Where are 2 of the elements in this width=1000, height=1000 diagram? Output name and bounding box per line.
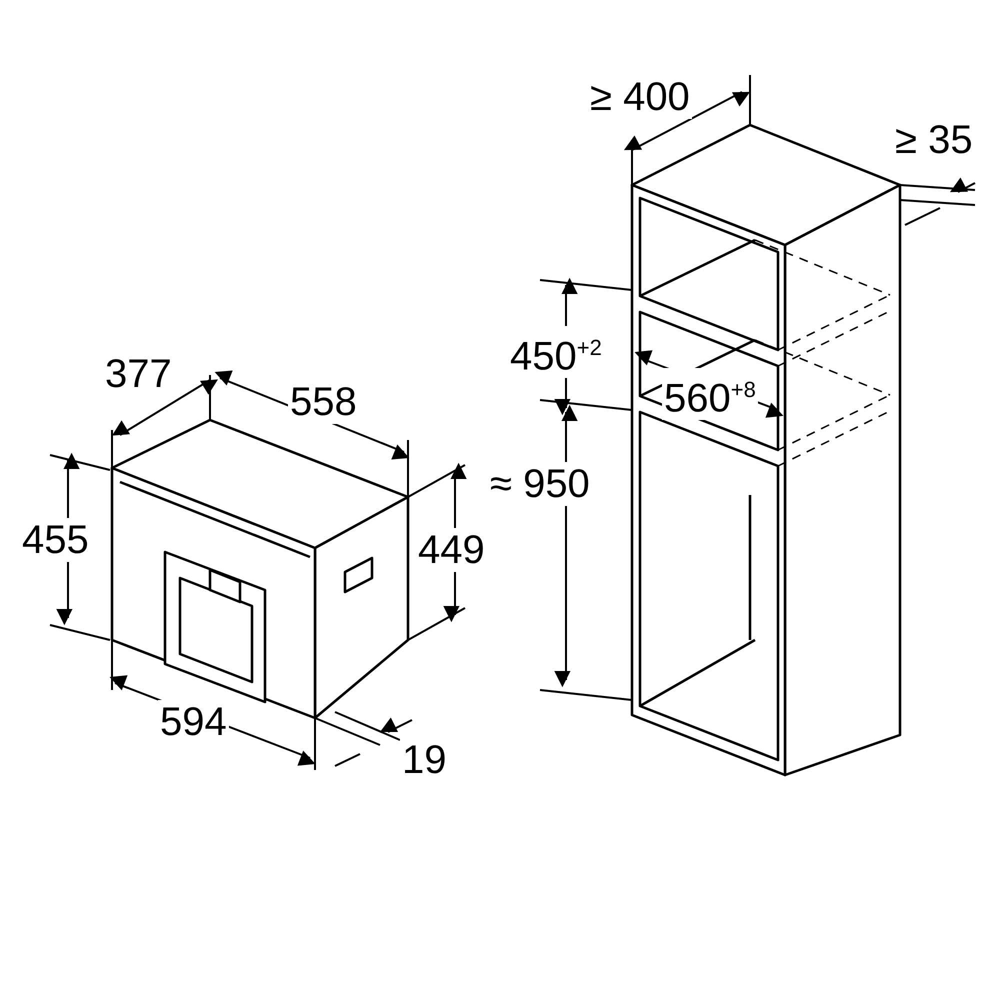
dimension-label: 560$^{+8}$ (662, 368, 758, 420)
dimension-label: 450$^{+2}$ (508, 326, 604, 378)
